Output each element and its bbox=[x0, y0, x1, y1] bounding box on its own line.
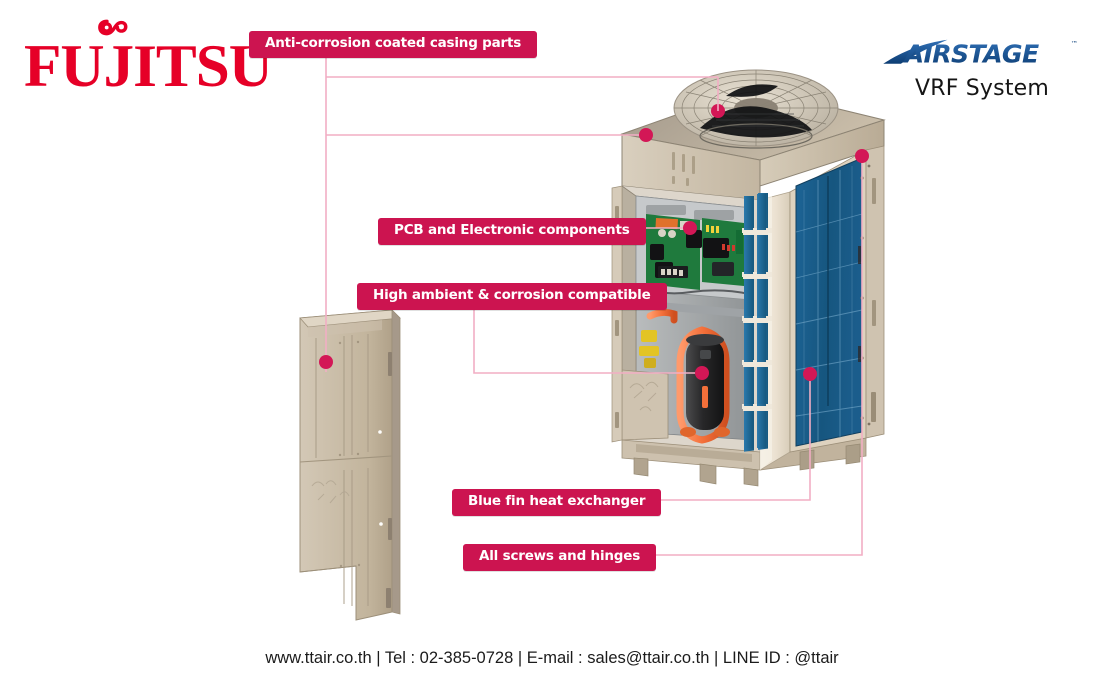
fujitsu-wordmark: FUJITSU bbox=[24, 33, 273, 99]
fujitsu-infinity-icon bbox=[98, 19, 128, 36]
front-fin-column bbox=[743, 194, 768, 448]
svg-text:AIRSTAGE: AIRSTAGE bbox=[903, 39, 1039, 68]
callout-blue-fin[interactable]: Blue fin heat exchanger bbox=[452, 489, 662, 516]
callout-high-ambient[interactable]: High ambient & corrosion compatible bbox=[357, 283, 667, 310]
pcb-boards bbox=[646, 214, 744, 290]
blue-fin-heat-exchanger bbox=[789, 149, 867, 453]
contact-footer: www.ttair.co.th | Tel : 02-385-0728 | E-… bbox=[265, 649, 839, 667]
airstage-branding: AIRSTAGE ™ VRF System bbox=[882, 36, 1082, 101]
outdoor-unit-body bbox=[611, 69, 886, 487]
callout-screws[interactable]: All screws and hinges bbox=[463, 544, 657, 571]
product-line-label: VRF System bbox=[914, 76, 1050, 101]
airstage-logo: AIRSTAGE ™ bbox=[883, 39, 1078, 68]
callout-anti-corrosion[interactable]: Anti-corrosion coated casing parts bbox=[249, 31, 538, 58]
fan-grille bbox=[673, 69, 839, 149]
svg-text:™: ™ bbox=[1071, 40, 1078, 48]
detached-casing-panel bbox=[299, 309, 401, 621]
fujitsu-logo: FUJITSU bbox=[24, 18, 273, 96]
callout-pcb[interactable]: PCB and Electronic components bbox=[378, 218, 646, 245]
